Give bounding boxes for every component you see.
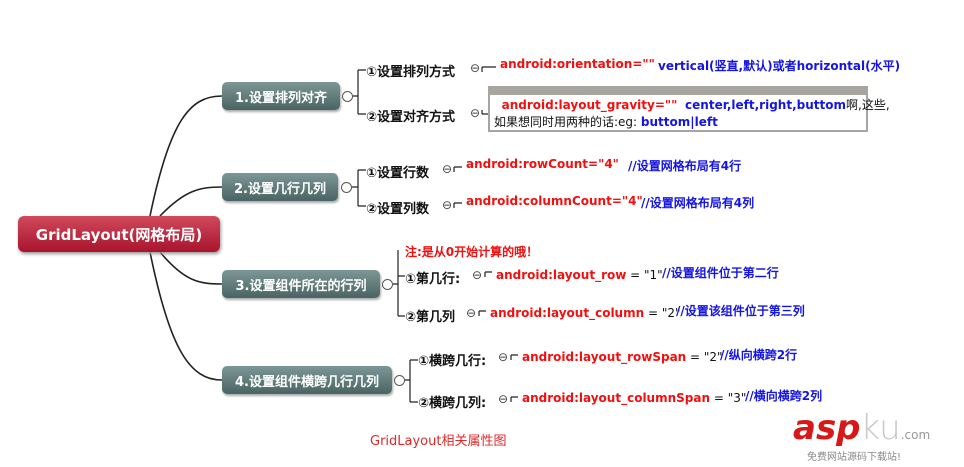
subnode-orientation[interactable]: ①设置排列方式 [366,65,456,80]
subnode-column[interactable]: ②第几列 [405,310,456,325]
logo-slogan: 免费网站源码下载站! [807,452,902,463]
collapse-knob-1[interactable] [342,91,353,102]
branch-node-4[interactable]: 4.设置组件横跨几行几列 [222,366,392,394]
logo-brand: asp [793,408,861,448]
attr-text: android:layout_row [496,268,627,282]
desc-text: center,left,right,buttom [685,98,846,112]
note-box: android:layout_gravity="" center,left,ri… [488,86,890,132]
attr-text: android:orientation="" [500,57,655,71]
attr-text: android:layout_gravity="" [501,98,678,112]
collapse-icon[interactable]: ⊖ [470,106,481,120]
desc-text: vertical(竖直,默认)或者horizontal(水平) [658,59,901,73]
attr-line: android:layout_columnSpan = "3" [522,387,746,406]
collapse-knob-3[interactable] [382,279,393,290]
attr-line: android:layout_rowSpan = "2" [522,346,723,365]
logo-brand2: ku [860,408,901,448]
attr-line: android:layout_row = "1" [496,264,663,283]
attr-line: android:layout_column = "2" [490,302,681,321]
collapse-icon[interactable]: ⊖ [466,306,477,320]
collapse-icon[interactable]: ⊖ [442,198,453,212]
desc-text: //设置该组件位于第三列 [676,304,805,318]
branch-node-2[interactable]: 2.设置几行几列 [222,173,338,201]
note-zero-based: 注:是从0开始计算的哦！ [405,245,539,259]
subnode-rowspan[interactable]: ①横跨几行: [418,354,487,369]
attr-text: android:columnCount="4" [466,194,643,208]
note-line2: 如果想同时用两种的话:eg: [494,115,641,129]
collapse-icon[interactable]: ⊖ [472,268,483,282]
subnode-rowcount[interactable]: ①设置行数 [366,166,430,181]
attr-value: = "1" [626,268,663,282]
attr-value: = "3" [710,391,747,405]
branch-node-1[interactable]: 1.设置排列对齐 [222,82,340,110]
note-line2-value: buttom|left [640,115,718,129]
subnode-gravity[interactable]: ②设置对齐方式 [366,110,456,125]
collapse-icon[interactable]: ⊖ [498,392,509,406]
desc-text: //设置组件位于第二行 [662,266,779,280]
collapse-knob-4[interactable] [394,375,405,386]
attr-text: android:rowCount="4" [466,157,619,171]
subnode-columncount[interactable]: ②设置列数 [366,202,430,217]
attr-text: android:layout_column [490,306,645,320]
collapse-icon[interactable]: ⊖ [498,350,509,364]
desc-text: //设置网格布局有4行 [628,159,742,173]
desc-text: //设置网格布局有4列 [641,196,755,210]
attr-text: android:layout_rowSpan [522,350,687,364]
desc-text: //横向横跨2列 [745,389,823,403]
branch-node-3[interactable]: 3.设置组件所在的行列 [222,270,380,298]
subnode-columnspan[interactable]: ②横跨几列: [418,396,487,411]
collapse-knob-2[interactable] [341,182,352,193]
collapse-icon[interactable]: ⊖ [470,61,481,75]
subnode-row[interactable]: ①第几行: [405,272,461,287]
watermark-logo: aspku.com 免费网站源码下载站! [793,408,931,463]
desc-tail: 啊,这些, [846,98,890,112]
note-titlebar[interactable] [490,88,866,95]
note-text: android:layout_gravity="" center,left,ri… [490,95,890,131]
attr-value: = "2" [644,306,681,320]
root-node[interactable]: GridLayout(网格布局) [18,216,220,252]
logo-domain: .com [900,428,931,442]
desc-text: //纵向横跨2行 [720,348,798,362]
attr-value: = "2" [686,350,723,364]
attr-text: android:layout_columnSpan [522,391,711,405]
collapse-icon[interactable]: ⊖ [442,162,453,176]
caption: GridLayout相关属性图 [370,434,507,449]
